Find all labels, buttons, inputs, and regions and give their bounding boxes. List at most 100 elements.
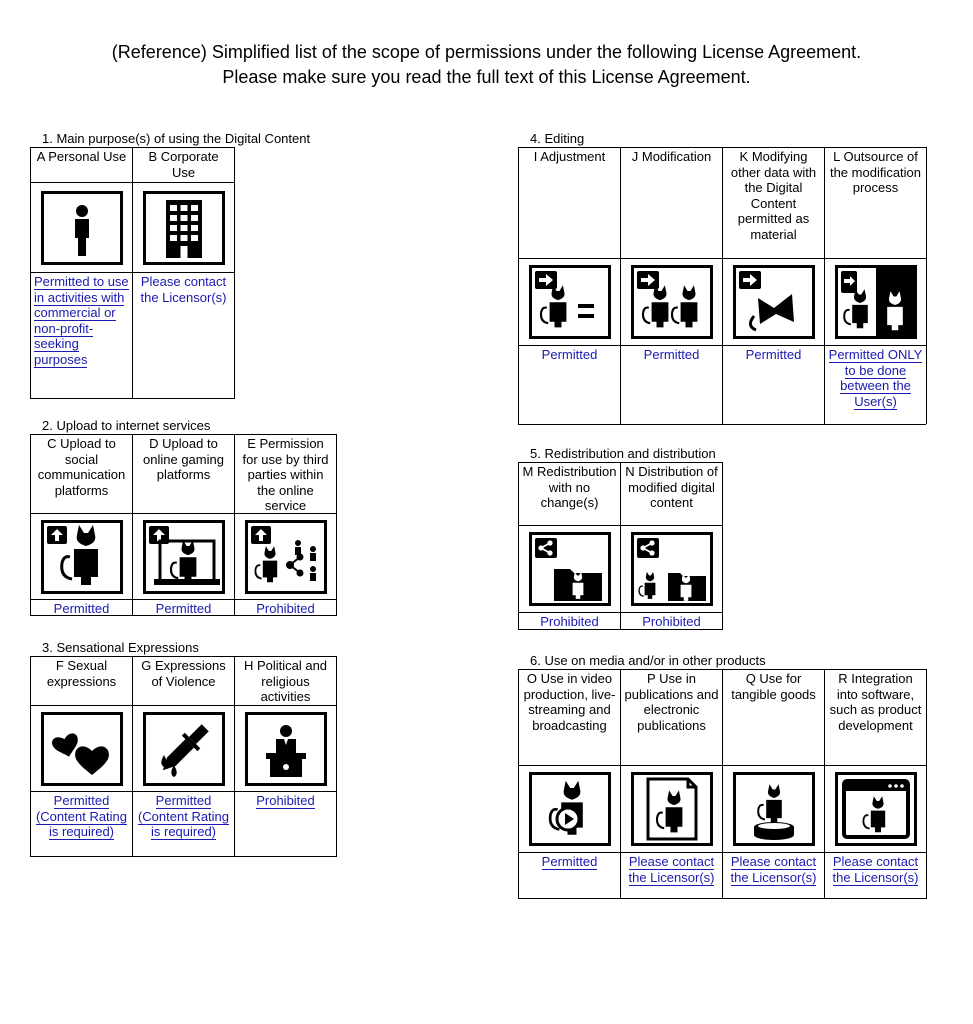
permission-icon-cell <box>133 514 234 600</box>
header-line-2: Please make sure you read the full text … <box>222 67 751 87</box>
permission-column-h: H Political and religious activities Pro… <box>235 657 337 857</box>
permission-label: L Outsource of the modification process <box>825 148 926 259</box>
permission-status: Please contact the Licensor(s) <box>140 274 227 305</box>
header-line-1: (Reference) Simplified list of the scope… <box>111 42 862 62</box>
permission-status: Please contact the Licensor(s) <box>723 853 824 899</box>
figure-goods-icon <box>732 772 815 846</box>
permission-icon-cell <box>235 706 336 792</box>
permission-status: Permitted ONLY to be done between the Us… <box>828 347 923 410</box>
page-header: (Reference) Simplified list of the scope… <box>0 40 973 90</box>
section-title: 5. Redistribution and distribution <box>530 446 716 461</box>
modification-icon <box>630 265 713 339</box>
section-title: 4. Editing <box>530 131 585 146</box>
permission-column-o: O Use in video production, live-streamin… <box>519 670 621 899</box>
section-redistribution: 5. Redistribution and distribution M Red… <box>518 445 723 630</box>
section-upload-internet: 2. Upload to internet services C Upload … <box>30 417 337 616</box>
permission-icon-cell <box>133 706 234 792</box>
permission-label: N Distribution of modified digital conte… <box>621 463 722 526</box>
permission-column-i: I Adjustment Permitted <box>519 148 621 424</box>
permission-status: Permitted (Content Rating is required) <box>133 792 234 857</box>
permission-label: R Integration into software, such as pro… <box>825 670 926 766</box>
permission-icon-cell <box>519 259 620 346</box>
section-main-purpose: 1. Main purpose(s) of using the Digital … <box>30 130 310 399</box>
section-media-products: 6. Use on media and/or in other products… <box>518 652 927 899</box>
permission-column-b: B Corporate Use Please con <box>133 148 235 398</box>
permission-icon-cell <box>31 706 132 792</box>
permission-status: Prohibited <box>621 613 722 630</box>
permission-status: Prohibited <box>235 792 336 857</box>
permission-icon-cell <box>621 526 722 613</box>
permission-column-p: P Use in publications and electronic pub… <box>621 670 723 899</box>
permission-status: Permitted <box>745 347 802 362</box>
building-icon <box>142 190 225 265</box>
section-editing: 4. Editing I Adjustment Permitted J Modi… <box>518 130 927 425</box>
outsource-icon <box>834 265 917 339</box>
permission-column-j: J Modification Permitted <box>621 148 723 424</box>
third-party-share-icon <box>244 519 327 594</box>
software-window-icon <box>834 772 917 846</box>
permission-status: Permitted to use in activities with comm… <box>34 274 129 368</box>
permission-icon-cell <box>825 766 926 853</box>
permission-icon-cell <box>31 514 132 600</box>
permission-column-r: R Integration into software, such as pro… <box>825 670 927 899</box>
distribution-modified-icon <box>630 532 713 606</box>
permission-status: Permitted <box>519 853 620 899</box>
permission-label: P Use in publications and electronic pub… <box>621 670 722 766</box>
permission-icon-cell <box>723 259 824 346</box>
permission-label: H Political and religious activities <box>235 657 336 706</box>
permission-icon-cell <box>235 514 336 600</box>
permission-label: Q Use for tangible goods <box>723 670 824 766</box>
permission-column-q: Q Use for tangible goods Please contact … <box>723 670 825 899</box>
section-title: 2. Upload to internet services <box>42 418 211 433</box>
knife-icon <box>142 711 225 786</box>
permission-label: O Use in video production, live-streamin… <box>519 670 620 766</box>
hearts-icon <box>40 711 123 786</box>
section-title: 6. Use on media and/or in other products <box>530 653 766 668</box>
permission-column-k: K Modifying other data with the Digital … <box>723 148 825 424</box>
permission-status: Permitted <box>133 600 234 616</box>
permission-label: K Modifying other data with the Digital … <box>723 148 824 259</box>
permission-status: Permitted <box>643 347 700 362</box>
permission-icon-cell <box>133 183 234 273</box>
permission-column-f: F Sexual expressions Permitted (Content … <box>31 657 133 857</box>
permission-icon-cell <box>519 766 620 853</box>
person-icon <box>40 190 123 265</box>
permission-label: C Upload to social communication platfor… <box>31 435 132 514</box>
permission-status: Prohibited <box>235 600 336 616</box>
section-sensational-expressions: 3. Sensational Expressions F Sexual expr… <box>30 639 337 857</box>
permission-column-c: C Upload to social communication platfor… <box>31 435 133 616</box>
permission-label: J Modification <box>621 148 722 259</box>
video-icon <box>528 772 611 846</box>
permission-label: M Redistribution with no change(s) <box>519 463 620 526</box>
permission-icon-cell <box>621 259 722 346</box>
redistribution-icon <box>528 532 611 606</box>
permission-label: E Permission for use by third parties wi… <box>235 435 336 514</box>
adjustment-icon <box>528 265 611 339</box>
podium-icon <box>244 711 327 786</box>
upload-gaming-icon <box>142 519 225 594</box>
permission-column-l: L Outsource of the modification process <box>825 148 927 424</box>
permission-label: B Corporate Use <box>133 148 234 183</box>
permission-status: Permitted <box>31 600 132 616</box>
permission-column-d: D Upload to online gaming platforms Perm… <box>133 435 235 616</box>
permission-status: Please contact the Licensor(s) <box>621 853 722 899</box>
permission-label: G Expressions of Violence <box>133 657 234 706</box>
permission-label: I Adjustment <box>519 148 620 259</box>
permission-icon-cell <box>31 183 132 273</box>
section-title: 3. Sensational Expressions <box>42 640 199 655</box>
permission-icon-cell <box>723 766 824 853</box>
permission-column-a: A Personal Use Permitted to use in activ… <box>31 148 133 398</box>
permission-column-e: E Permission for use by third parties wi… <box>235 435 337 616</box>
permission-icon-cell <box>825 259 926 346</box>
permission-label: F Sexual expressions <box>31 657 132 706</box>
section-title: 1. Main purpose(s) of using the Digital … <box>42 131 311 146</box>
permission-status: Prohibited <box>519 613 620 630</box>
permission-status: Permitted <box>541 347 598 362</box>
permission-label: D Upload to online gaming platforms <box>133 435 234 514</box>
permission-icon-cell <box>519 526 620 613</box>
permission-status: Permitted (Content Rating is required) <box>31 792 132 857</box>
permission-label: A Personal Use <box>31 148 132 183</box>
publication-icon <box>630 772 713 846</box>
permission-icon-cell <box>621 766 722 853</box>
permission-column-g: G Expressions of Violence Permitted (Con… <box>133 657 235 857</box>
